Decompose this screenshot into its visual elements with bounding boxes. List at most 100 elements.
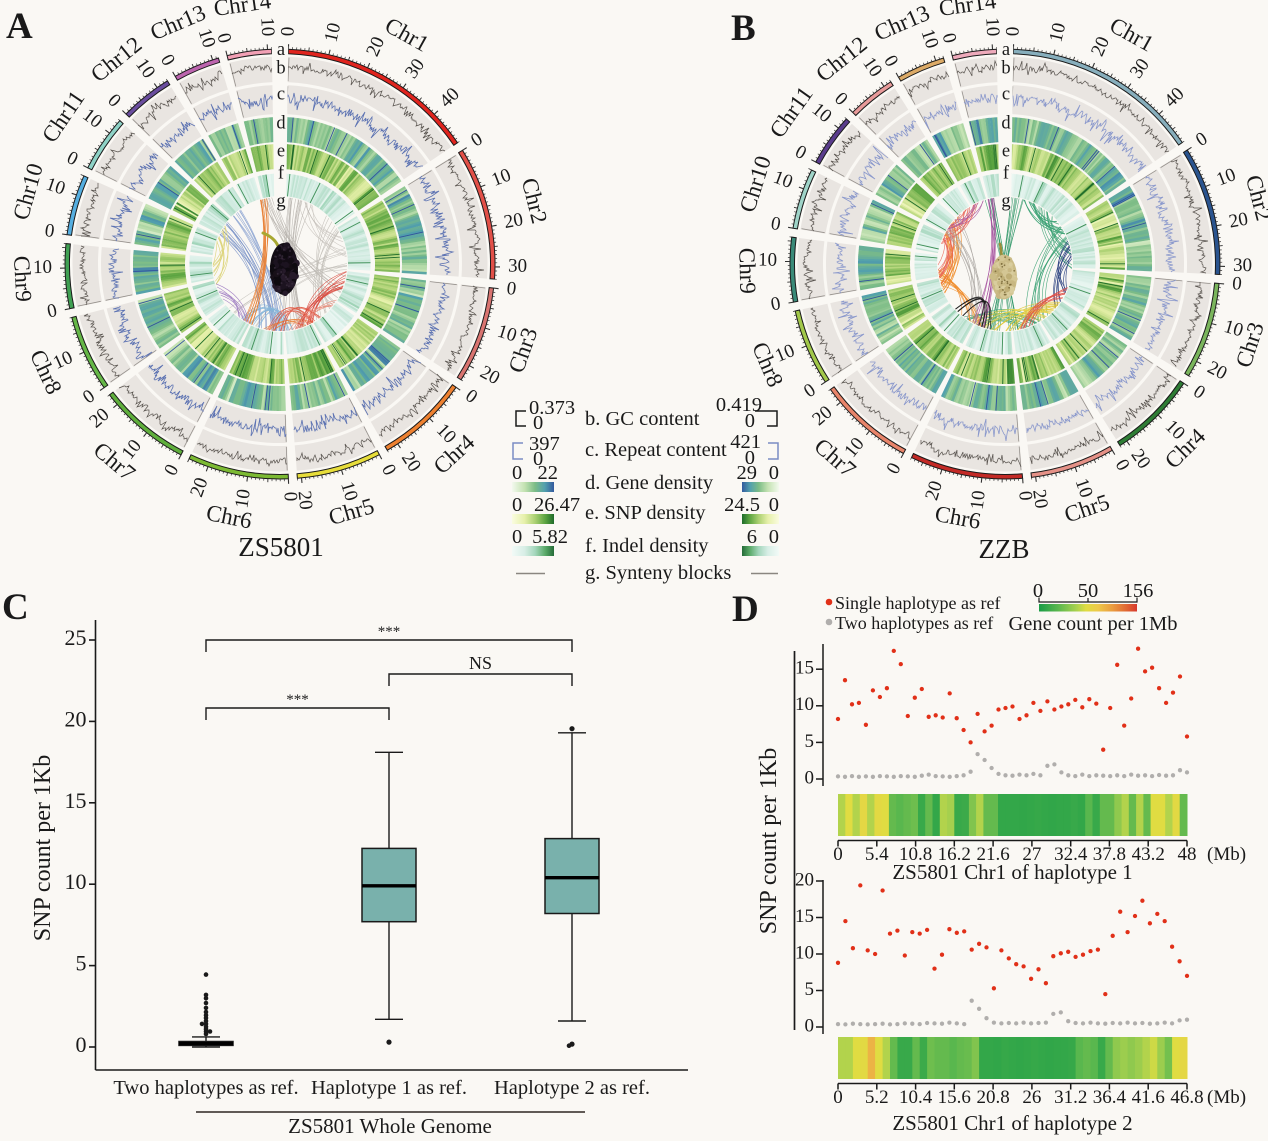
svg-text:g: g <box>1001 191 1010 211</box>
svg-text:D: D <box>732 589 759 630</box>
svg-text:b. GC content: b. GC content <box>585 408 700 430</box>
svg-text:SNP count per 1Kb: SNP count per 1Kb <box>30 755 56 941</box>
svg-text:0: 0 <box>805 767 815 788</box>
svg-text:10: 10 <box>256 17 278 37</box>
svg-text:22: 22 <box>538 462 559 484</box>
svg-text:f. Indel density: f. Indel density <box>585 535 709 557</box>
svg-text:d: d <box>276 113 286 133</box>
svg-text:0: 0 <box>745 447 755 469</box>
svg-text:ZS5801 Whole Genome: ZS5801 Whole Genome <box>288 1114 492 1138</box>
svg-text:0: 0 <box>833 844 843 865</box>
svg-text:421: 421 <box>730 431 761 453</box>
svg-text:397: 397 <box>529 433 560 455</box>
svg-text:***: *** <box>378 624 401 640</box>
svg-text:20.8: 20.8 <box>976 1087 1009 1108</box>
svg-text:c: c <box>1002 84 1010 104</box>
svg-text:10.4: 10.4 <box>899 1087 933 1108</box>
svg-text:31.2: 31.2 <box>1054 1087 1087 1108</box>
svg-text:0: 0 <box>512 526 522 548</box>
svg-text:A: A <box>6 6 33 47</box>
svg-text:0: 0 <box>769 293 782 315</box>
svg-text:0.373: 0.373 <box>529 397 575 419</box>
svg-text:26: 26 <box>1022 1087 1041 1108</box>
svg-text:Two haplotypes as ref.: Two haplotypes as ref. <box>113 1077 298 1099</box>
svg-text:10: 10 <box>967 489 990 510</box>
svg-text:Gene count per 1Mb: Gene count per 1Mb <box>1008 613 1177 635</box>
svg-text:10: 10 <box>981 17 1003 37</box>
svg-text:0: 0 <box>1033 580 1043 602</box>
svg-text:e. SNP density: e. SNP density <box>585 502 706 524</box>
svg-text:20: 20 <box>1028 488 1051 510</box>
svg-text:SNP count per 1Kb: SNP count per 1Kb <box>756 748 782 934</box>
svg-text:d: d <box>1001 113 1011 133</box>
svg-text:48: 48 <box>1178 844 1197 865</box>
svg-text:B: B <box>731 8 756 49</box>
svg-text:20: 20 <box>502 209 524 233</box>
svg-text:156: 156 <box>1123 580 1154 602</box>
svg-text:0: 0 <box>1014 490 1036 501</box>
svg-text:Single haplotype as ref: Single haplotype as ref <box>835 593 1000 613</box>
svg-text:ZS5801 Chr1 of haplotype 1: ZS5801 Chr1 of haplotype 1 <box>892 860 1132 884</box>
svg-text:b: b <box>1001 58 1010 78</box>
svg-text:30: 30 <box>508 255 527 276</box>
svg-text:b: b <box>276 58 285 78</box>
svg-text:0: 0 <box>280 491 301 501</box>
svg-text:(Mb): (Mb) <box>1207 1087 1246 1108</box>
svg-text:ZZB: ZZB <box>979 534 1030 564</box>
svg-text:0: 0 <box>76 1032 87 1057</box>
svg-text:15: 15 <box>65 788 87 813</box>
svg-text:Chr9: Chr9 <box>9 255 37 302</box>
svg-text:0.419: 0.419 <box>716 394 762 416</box>
svg-text:0: 0 <box>533 448 543 470</box>
svg-text:ZS5801 Chr1 of haplotype 2: ZS5801 Chr1 of haplotype 2 <box>892 1111 1132 1135</box>
svg-text:f: f <box>1003 163 1010 183</box>
svg-text:43.2: 43.2 <box>1132 844 1165 865</box>
svg-text:20: 20 <box>795 869 814 890</box>
svg-text:10: 10 <box>758 250 777 271</box>
svg-text:5: 5 <box>805 979 815 1000</box>
svg-text:41.6: 41.6 <box>1132 1087 1165 1108</box>
svg-text:0: 0 <box>45 300 59 323</box>
svg-text:ZS5801: ZS5801 <box>238 532 324 562</box>
svg-text:Haplotype 1 as ref.: Haplotype 1 as ref. <box>311 1077 467 1099</box>
svg-text:29: 29 <box>737 462 758 484</box>
svg-text:15: 15 <box>795 658 814 679</box>
svg-text:0: 0 <box>769 462 779 484</box>
svg-text:6: 6 <box>747 526 757 548</box>
svg-text:g: g <box>276 191 285 211</box>
svg-text:(Mb): (Mb) <box>1207 844 1246 865</box>
svg-text:10: 10 <box>33 257 52 278</box>
svg-text:25: 25 <box>65 625 87 650</box>
svg-text:20: 20 <box>293 490 316 511</box>
svg-text:30: 30 <box>1233 255 1252 276</box>
svg-text:27: 27 <box>1022 844 1041 865</box>
svg-text:C: C <box>2 587 29 628</box>
svg-text:50: 50 <box>1078 580 1099 602</box>
svg-text:0: 0 <box>833 1087 843 1108</box>
svg-text:5: 5 <box>805 731 815 752</box>
svg-text:21.6: 21.6 <box>976 844 1009 865</box>
svg-text:10: 10 <box>231 488 255 510</box>
svg-text:10.8: 10.8 <box>899 844 932 865</box>
svg-text:5.2: 5.2 <box>865 1087 889 1108</box>
svg-text:0: 0 <box>769 526 779 548</box>
svg-text:e: e <box>277 141 285 161</box>
svg-text:15.6: 15.6 <box>938 1087 971 1108</box>
svg-text:0: 0 <box>533 412 543 434</box>
svg-text:10: 10 <box>1045 21 1070 44</box>
svg-text:10: 10 <box>321 21 346 44</box>
svg-text:NS: NS <box>469 653 492 673</box>
svg-text:5.4: 5.4 <box>865 844 889 865</box>
svg-text:Chr9: Chr9 <box>734 248 760 295</box>
svg-text:0: 0 <box>1231 273 1242 295</box>
svg-text:g. Synteny blocks: g. Synteny blocks <box>585 562 731 584</box>
svg-text:Haplotype 2 as ref.: Haplotype 2 as ref. <box>494 1077 650 1099</box>
svg-text:10: 10 <box>65 869 87 894</box>
svg-text:e: e <box>1002 141 1010 161</box>
svg-text:24.5: 24.5 <box>724 494 760 516</box>
svg-text:0: 0 <box>277 26 298 36</box>
svg-text:c: c <box>277 84 285 104</box>
svg-text:20: 20 <box>1227 209 1249 233</box>
svg-text:Two haplotypes as ref: Two haplotypes as ref <box>835 613 993 633</box>
svg-text:0: 0 <box>805 1015 815 1036</box>
